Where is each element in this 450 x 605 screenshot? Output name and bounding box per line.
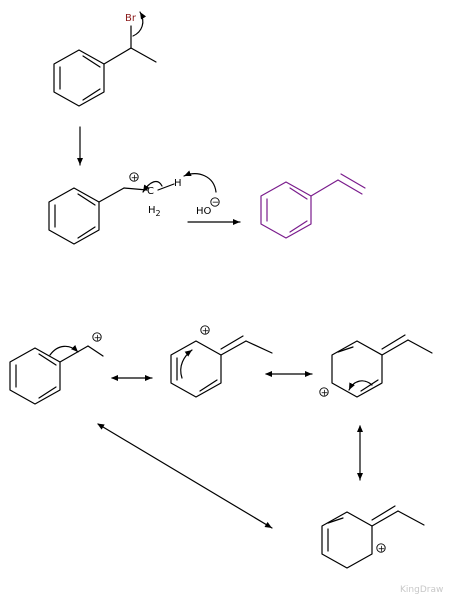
cyclohexadiene-ring bbox=[321, 511, 373, 569]
bond-cplus-ch2 bbox=[123, 187, 148, 191]
bond-ring-cplus bbox=[98, 187, 125, 203]
bond-ring-ch bbox=[103, 47, 132, 65]
ch2-label: H2 bbox=[148, 205, 161, 218]
kingdraw-watermark: KingDraw bbox=[400, 585, 443, 595]
exocyclic-bond bbox=[220, 340, 247, 356]
ring-charge-circle bbox=[319, 387, 329, 397]
resonance-structure-d: + bbox=[321, 505, 425, 569]
molecule-bromoethylbenzene: Br bbox=[53, 11, 157, 107]
ring-double-bond bbox=[199, 379, 218, 392]
resonance-structure-c: + bbox=[319, 334, 433, 398]
ring-double-bond bbox=[77, 193, 96, 206]
ring-plus: + bbox=[378, 544, 386, 554]
curved-arrow-ch-bond bbox=[142, 180, 163, 193]
ring-plus: + bbox=[202, 326, 210, 336]
ring-double-bond bbox=[38, 353, 57, 366]
hydroxide-label: HO bbox=[196, 206, 212, 217]
exocyclic-bond bbox=[381, 339, 409, 356]
exocyclic-bond bbox=[371, 510, 399, 527]
curved-arrow-pi-shift bbox=[49, 344, 79, 356]
product-styrene bbox=[260, 173, 366, 239]
ring-double-bond bbox=[82, 88, 101, 101]
bond-ch3 bbox=[245, 340, 273, 354]
carbocation-charge-circle bbox=[129, 172, 139, 182]
ring-charge-circle bbox=[200, 325, 210, 335]
vinyl-double-bond bbox=[340, 173, 366, 189]
ch2-h: H bbox=[148, 205, 156, 216]
hydroxide-minus: − bbox=[212, 198, 220, 208]
benzene-ring bbox=[9, 347, 61, 405]
ch2-subscript: 2 bbox=[156, 209, 161, 218]
benzene-ring bbox=[260, 181, 312, 239]
cyclohexadiene-ring bbox=[170, 340, 222, 398]
carbocation-charge-circle bbox=[92, 332, 102, 342]
bond-ring-cplus bbox=[59, 345, 89, 363]
resonance-structure-b: + bbox=[170, 325, 273, 398]
carbocation-plus: + bbox=[94, 333, 102, 343]
bond-ch3 bbox=[407, 339, 433, 354]
ring-double-bond bbox=[289, 220, 308, 233]
curved-arrow-pi-shift bbox=[180, 349, 193, 379]
exocyclic-double-bond bbox=[381, 334, 406, 350]
exocyclic-double-bond bbox=[220, 335, 244, 350]
ring-double-bond bbox=[360, 379, 379, 392]
bond-ring-vinyl bbox=[310, 179, 339, 197]
bromine-label: Br bbox=[125, 13, 137, 24]
ring-double-bond bbox=[289, 187, 308, 200]
ring-double-bond bbox=[82, 55, 101, 68]
ring-double-bond bbox=[38, 386, 57, 399]
ring-charge-circle bbox=[376, 543, 386, 553]
benzene-ring bbox=[48, 187, 100, 245]
bond-ch-ch3 bbox=[130, 47, 157, 63]
resonance-structure-a: + bbox=[9, 332, 104, 405]
ring-double-bond bbox=[77, 226, 96, 239]
cyclohexadiene-ring bbox=[331, 340, 383, 398]
ring-double-bond bbox=[337, 346, 354, 353]
hydroxide-charge-circle bbox=[210, 197, 220, 207]
carbon-label: C bbox=[147, 186, 154, 197]
curved-arrow-hydroxide bbox=[183, 170, 217, 193]
exocyclic-double-bond bbox=[371, 505, 396, 521]
bond-ch3 bbox=[397, 510, 425, 526]
benzene-ring bbox=[53, 49, 105, 107]
hydrogen-label: H bbox=[174, 178, 182, 189]
carbocation-plus: + bbox=[131, 173, 139, 183]
curved-arrow-pi-shift bbox=[348, 380, 373, 391]
ring-plus: + bbox=[321, 388, 329, 398]
vinyl-bond bbox=[337, 179, 363, 195]
resonance-arrow-diagonal bbox=[97, 423, 273, 529]
ring-double-bond bbox=[327, 517, 344, 524]
bond-cplus-ch3 bbox=[87, 345, 104, 357]
molecule-carbocation: + C H H2 HO − bbox=[48, 170, 220, 245]
curved-arrow-br-leaving bbox=[132, 11, 147, 37]
bond-c-h bbox=[157, 183, 175, 191]
